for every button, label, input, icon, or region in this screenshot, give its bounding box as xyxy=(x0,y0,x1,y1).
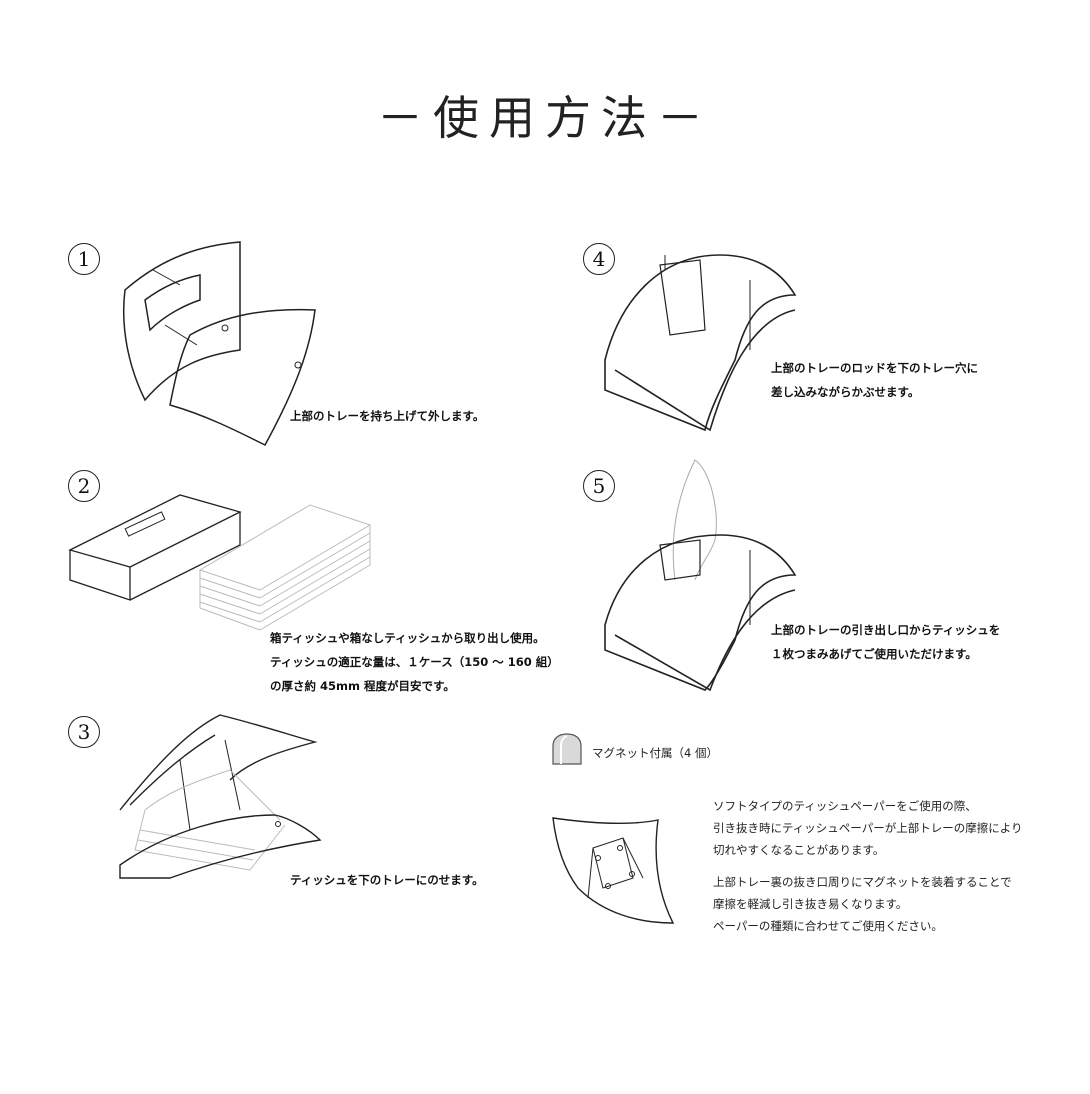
tissue-pull-icon xyxy=(600,450,810,695)
tissue-box-icon xyxy=(65,490,385,635)
step-3-line: ティッシュを下のトレーにのせます。 xyxy=(290,873,484,887)
step-number-5: 5 xyxy=(583,470,615,502)
step-2-line: の厚さ約 45mm 程度が目安です。 xyxy=(270,679,455,693)
step-4-caption: 上部のトレーのロッドを下のトレー穴に 差し込みながらかぶせます。 xyxy=(771,356,978,404)
magnet-icon xyxy=(551,732,583,766)
tissue-on-tray-icon xyxy=(110,700,340,890)
magnet-note-line: 切れやすくなることがあります。 xyxy=(713,843,885,857)
step-1-caption: 上部のトレーを持ち上げて外します。 xyxy=(290,404,484,428)
step-number-2: 2 xyxy=(68,470,100,502)
step-3-caption: ティッシュを下のトレーにのせます。 xyxy=(290,868,484,892)
step-2-caption: 箱ティッシュや箱なしティッシュから取り出し使用。 ティッシュの適正な量は、１ケー… xyxy=(270,626,559,698)
step-5-line: 上部のトレーの引き出し口からティッシュを xyxy=(771,623,1001,637)
magnet-note-spacer xyxy=(713,861,1022,871)
step-1-line: 上部のトレーを持ち上げて外します。 xyxy=(290,409,485,423)
step-5-line: １枚つまみあげてご使用いただけます。 xyxy=(771,647,977,661)
magnet-label: マグネット付属（4 個） xyxy=(592,746,718,760)
magnet-note-line: 摩擦を軽減し引き抜き易くなります。 xyxy=(713,897,908,911)
step-4-line: 上部のトレーのロッドを下のトレー穴に xyxy=(771,361,978,375)
magnet-note: ソフトタイプのティッシュペーパーをご使用の際、 引き抜き時にティッシュペーパーが… xyxy=(713,795,1022,937)
step-2-line: 箱ティッシュや箱なしティッシュから取り出し使用。 xyxy=(270,631,545,645)
step-4-line: 差し込みながらかぶせます。 xyxy=(771,385,920,399)
step-number-4: 4 xyxy=(583,243,615,275)
magnet-note-line: 上部トレー裏の抜き口周りにマグネットを装着することで xyxy=(713,875,1012,889)
step-number-3: 3 xyxy=(68,716,100,748)
tray-lift-icon xyxy=(105,230,335,465)
magnet-note-line: 引き抜き時にティッシュペーパーが上部トレーの摩擦により xyxy=(713,821,1023,835)
magnet-note-line: ソフトタイプのティッシュペーパーをご使用の際、 xyxy=(713,799,977,813)
step-number-1: 1 xyxy=(68,243,100,275)
step-5-caption: 上部のトレーの引き出し口からティッシュを １枚つまみあげてご使用いただけます。 xyxy=(771,618,1000,666)
tray-cover-icon xyxy=(600,240,810,440)
step-2-line: ティッシュの適正な量は、１ケース（150 ～ 160 組） xyxy=(270,655,559,669)
magnet-note-line: ペーパーの種類に合わせてご使用ください。 xyxy=(713,919,943,933)
page-title: －使用方法－ xyxy=(377,91,713,145)
magnet-tray-icon xyxy=(548,808,688,933)
